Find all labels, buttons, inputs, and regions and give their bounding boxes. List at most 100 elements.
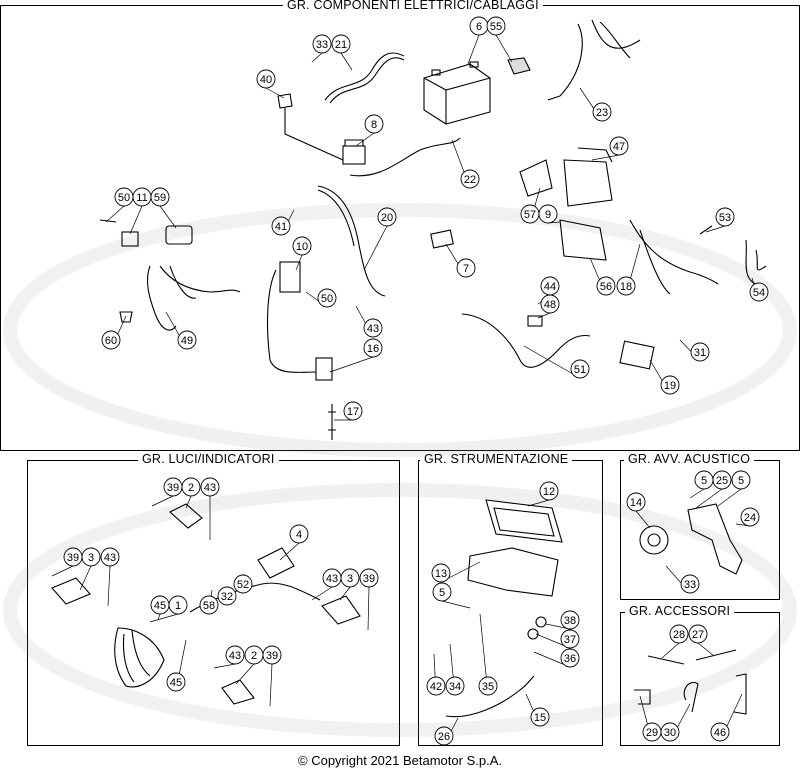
callout-number: 24 [744, 512, 756, 524]
leader-line [355, 132, 375, 147]
callout-circle [166, 672, 186, 692]
callout-circle [530, 707, 550, 727]
callout-circle [292, 236, 312, 256]
callout-electrical-54: 54 [749, 282, 769, 302]
callout-lights-4: 4 [289, 524, 309, 544]
accessory-46 [733, 673, 747, 715]
callout-circle [343, 401, 363, 421]
grommet-37 [527, 628, 539, 640]
callout-instruments-26: 26 [434, 726, 454, 746]
callout-circle [168, 595, 188, 615]
callout-number: 3 [88, 552, 94, 564]
callout-accessories-29: 29 [642, 722, 662, 742]
leader-line [279, 542, 300, 561]
callout-number: 43 [367, 323, 379, 335]
callout-circle [460, 169, 480, 189]
callout-circle [539, 481, 559, 501]
accessory-strip-28 [647, 655, 685, 665]
callout-circle [233, 574, 253, 594]
callout-number: 58 [203, 600, 215, 612]
callout-number: 44 [544, 281, 556, 293]
callout-lights-1: 1 [168, 595, 188, 615]
callout-circle [478, 676, 498, 696]
callout-accessories-46: 46 [710, 722, 730, 742]
callout-number: 53 [719, 212, 731, 224]
leader-line [311, 586, 333, 601]
callout-electrical-59: 59 [150, 187, 170, 207]
callout-number: 41 [275, 221, 287, 233]
part-48 [527, 315, 543, 327]
callout-circle [538, 204, 558, 224]
callout-number: 14 [630, 497, 642, 509]
main-harness-part [317, 185, 386, 297]
ignition-coil-part [266, 261, 333, 381]
callout-instruments-13: 13 [431, 563, 451, 583]
callout-number: 29 [646, 727, 658, 739]
callout-number: 11 [136, 192, 147, 204]
accessories-panel-title: GR. ACCESSORI [625, 604, 735, 618]
callout-electrical-7: 7 [456, 258, 476, 278]
callout-number: 17 [347, 406, 359, 418]
callout-circle [710, 722, 730, 742]
leader-line [235, 663, 255, 685]
callout-circle [81, 547, 101, 567]
callout-circle [199, 595, 219, 615]
lights-panel-title: GR. LUCI/INDICATORI [138, 452, 279, 466]
leader-line [695, 488, 723, 509]
leader-line [495, 34, 513, 63]
leader-line [185, 495, 192, 509]
callout-circle [363, 338, 383, 358]
callout-number: 60 [105, 335, 117, 347]
callout-instruments-42: 42 [426, 676, 446, 696]
accessory-strip-27 [695, 649, 737, 661]
leader-line [717, 488, 742, 507]
leader-line [537, 312, 551, 319]
part-50-bolt [99, 219, 117, 223]
indicator-rear-top [169, 503, 203, 529]
callout-number: 19 [664, 380, 676, 392]
callout-circle [560, 648, 580, 668]
leader-line [363, 225, 388, 271]
leader-line [79, 565, 92, 591]
callout-accessories-28: 28 [669, 624, 689, 644]
callout-circle [712, 470, 732, 490]
callout-lights-2: 2 [181, 477, 201, 497]
callout-electrical-11: 11 [132, 187, 152, 207]
callout-number: 47 [613, 141, 625, 153]
callout-circle [101, 330, 121, 350]
callout-circle [596, 276, 616, 296]
callout-horn-24: 24 [740, 507, 760, 527]
callout-number: 48 [544, 299, 556, 311]
callout-circle [432, 582, 452, 602]
leader-line [689, 488, 705, 499]
callout-lights-39: 39 [163, 477, 183, 497]
callout-number: 23 [596, 107, 608, 119]
leader-line [635, 510, 651, 529]
callout-circle [426, 676, 446, 696]
callout-electrical-51: 51 [570, 359, 590, 379]
leader-line [467, 34, 480, 65]
leader-line [269, 663, 273, 707]
callout-number: 32 [221, 591, 233, 603]
callout-number: 43 [204, 482, 216, 494]
callout-circle [181, 477, 201, 497]
callout-circle [669, 624, 689, 644]
callout-number: 49 [181, 335, 193, 347]
leader-line [157, 613, 161, 621]
part-60 [119, 311, 133, 323]
leader-line [329, 356, 374, 373]
callout-circle [749, 282, 769, 302]
callout-lights-3: 3 [340, 568, 360, 588]
callout-number: 59 [154, 192, 166, 204]
callout-electrical-41: 41 [271, 216, 291, 236]
callout-lights-43: 43 [200, 477, 220, 497]
callout-number: 35 [482, 681, 494, 693]
callout-circle [434, 726, 454, 746]
callout-number: 36 [564, 653, 576, 665]
callout-electrical-48: 48 [540, 294, 560, 314]
leader-line [705, 225, 726, 233]
callout-number: 21 [335, 39, 347, 51]
speedo-cable-15 [445, 675, 535, 718]
callout-number: 3 [347, 573, 353, 585]
callout-circle [660, 375, 680, 395]
